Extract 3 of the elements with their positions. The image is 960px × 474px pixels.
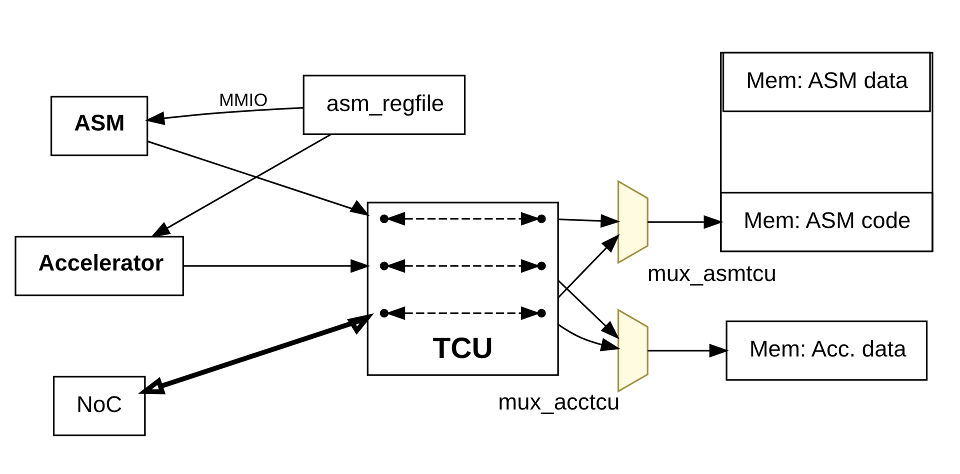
- node-label: mux_acctcu: [498, 388, 620, 414]
- edge-label: MMIO: [218, 90, 268, 110]
- node-label: mux_asmtcu: [646, 259, 776, 286]
